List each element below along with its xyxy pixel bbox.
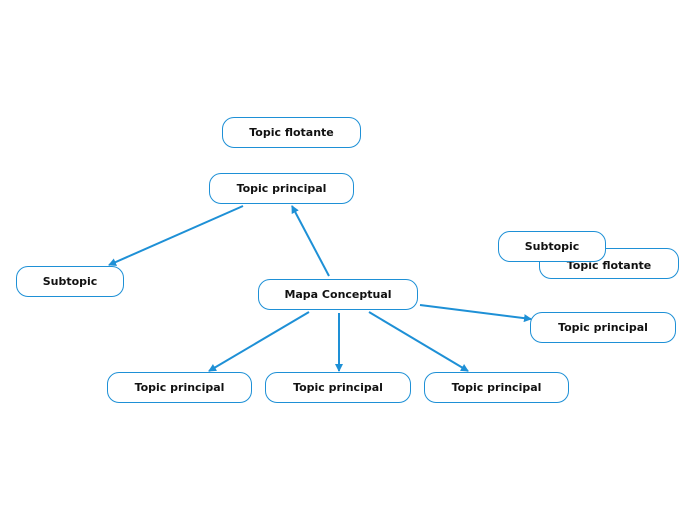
node-label: Topic principal: [451, 381, 542, 394]
main-topic-node-bottom-2[interactable]: Topic principal: [265, 372, 411, 403]
main-topic-node-right[interactable]: Topic principal: [530, 312, 676, 343]
node-label: Topic principal: [558, 321, 648, 334]
node-label: Topic principal: [293, 381, 383, 394]
main-topic-node-bottom-3[interactable]: Topic principal: [424, 372, 569, 403]
main-topic-node-top[interactable]: Topic principal: [209, 173, 354, 204]
edge-main-top-to-subtopic-left: [108, 205, 244, 266]
edge-central-to-main-bottom-1: [208, 311, 310, 372]
edge-central-to-main-top: [291, 205, 330, 277]
subtopic-node-left[interactable]: Subtopic: [16, 266, 124, 297]
node-label: Topic principal: [236, 182, 327, 195]
node-label: Topic principal: [134, 381, 225, 394]
floating-topic-node[interactable]: Topic flotante: [222, 117, 361, 148]
subtopic-node-right[interactable]: Subtopic: [498, 231, 606, 262]
central-topic-node[interactable]: Mapa Conceptual: [258, 279, 418, 310]
main-topic-node-bottom-1[interactable]: Topic principal: [107, 372, 252, 403]
node-label: Mapa Conceptual: [284, 288, 392, 301]
edge-central-to-main-right: [419, 304, 532, 323]
node-label: Subtopic: [524, 240, 580, 253]
node-label: Topic flotante: [249, 126, 334, 139]
node-label: Subtopic: [42, 275, 98, 288]
edge-central-to-main-bottom-3: [368, 311, 469, 372]
